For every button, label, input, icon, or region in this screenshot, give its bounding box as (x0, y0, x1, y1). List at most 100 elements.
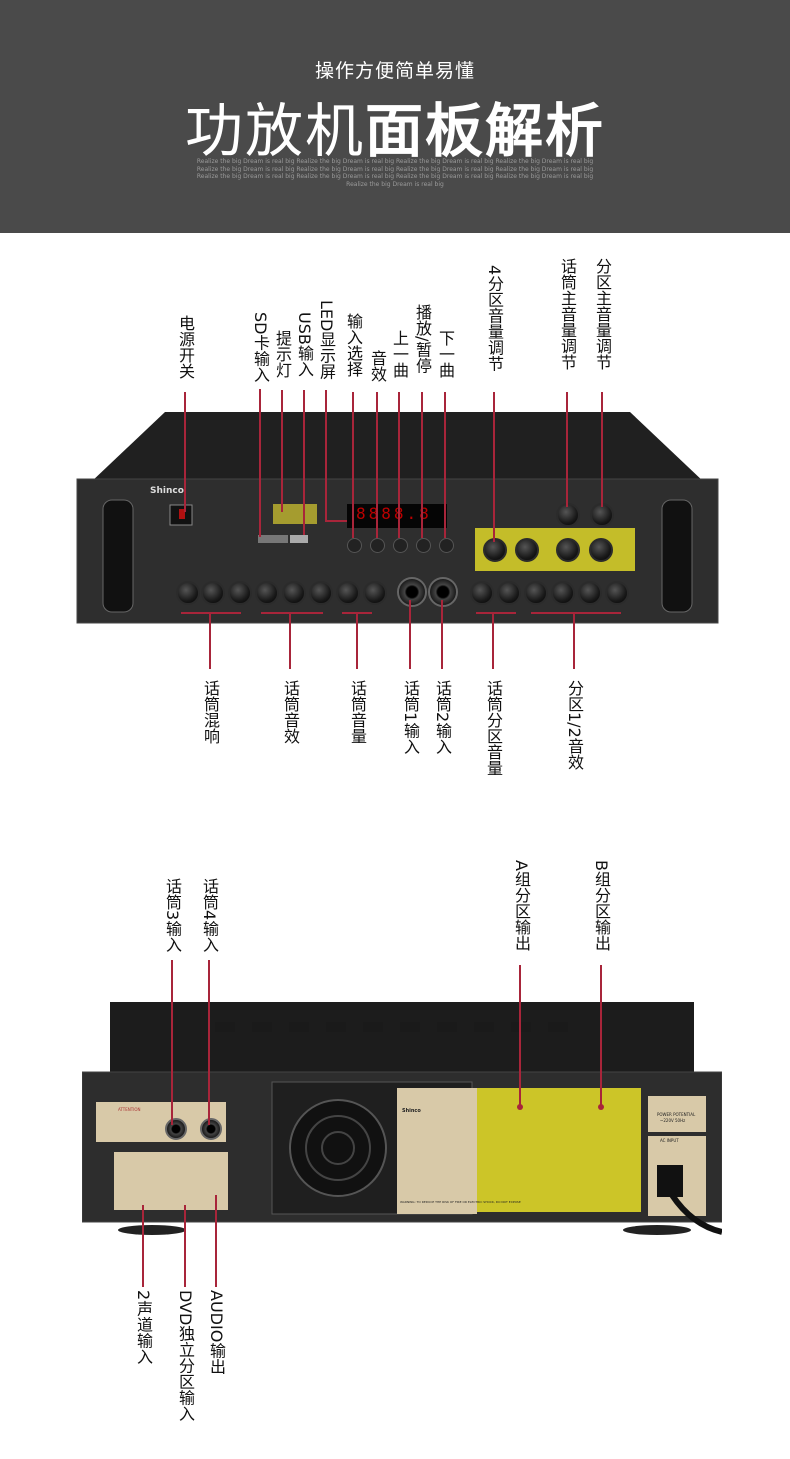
label-play: 播放/暂停 (413, 304, 432, 374)
bracket-mic-effect (261, 612, 323, 614)
rear-mic4-jack[interactable] (200, 1118, 222, 1140)
header-filler-text: Realize the big Dream is real big Realiz… (196, 158, 594, 188)
label-input-select: 输入选择 (344, 313, 363, 377)
effect-button[interactable] (370, 538, 385, 553)
rear-vent (215, 1022, 235, 1032)
front-knob[interactable] (255, 581, 279, 605)
dot-zone-a (517, 1104, 523, 1110)
front-knob[interactable] (336, 581, 360, 605)
label-next: 下一曲 (436, 330, 455, 378)
label-stereo: 2声道输入 (134, 1290, 153, 1365)
play-pause-button[interactable] (416, 538, 431, 553)
front-knob[interactable] (201, 581, 225, 605)
label-mic1: 话筒1输入 (401, 680, 420, 755)
label-indicator: 提示灯 (273, 330, 292, 378)
rear-vent (326, 1022, 346, 1032)
label-zone-master: 分区主音量调节 (593, 258, 612, 370)
rear-vent (437, 1022, 457, 1032)
line-power (184, 392, 186, 512)
front-left-handle (102, 499, 134, 613)
rear-power-plate (648, 1096, 706, 1132)
line-mic1 (409, 600, 411, 669)
line-audio-out (215, 1195, 217, 1287)
input-select-button[interactable] (347, 538, 362, 553)
line-usb (303, 390, 305, 535)
front-mic1-jack[interactable] (397, 577, 427, 607)
rear-attention-text: ATTENTION (118, 1107, 141, 1112)
bracket-zone12 (531, 612, 621, 614)
label-effect: 音效 (368, 350, 387, 382)
line-effect (376, 392, 378, 538)
front-knob[interactable] (176, 581, 200, 605)
rear-top-cover (110, 1002, 694, 1072)
header-title: 功放机面板解析 (0, 84, 790, 168)
line-prev (398, 392, 400, 538)
label-zone-a: A组分区输出 (512, 860, 531, 951)
label-zone4: 4分区音量调节 (485, 265, 504, 372)
label-audio-out: AUDIO输出 (207, 1290, 226, 1375)
rear-vent (363, 1022, 383, 1032)
rear-power-cord (669, 1193, 722, 1235)
rear-vent (474, 1022, 494, 1032)
line-sd (259, 389, 261, 537)
front-knob[interactable] (470, 581, 494, 605)
line-mic2 (441, 600, 443, 669)
next-button[interactable] (439, 538, 454, 553)
front-knob[interactable] (605, 581, 629, 605)
line-mic-zone (492, 612, 494, 669)
rear-input-plate (114, 1152, 228, 1210)
front-zone-knob[interactable] (556, 538, 580, 562)
rear-power-socket (657, 1165, 683, 1197)
label-usb: USB输入 (295, 312, 314, 377)
rear-brand: Shinco (402, 1108, 421, 1114)
line-zone-b (600, 965, 602, 1107)
prev-button[interactable] (393, 538, 408, 553)
rear-ac-input: AC INPUT (660, 1138, 679, 1143)
rear-label-plate (397, 1088, 477, 1214)
line-mic-effect (289, 612, 291, 669)
line-play (421, 392, 423, 538)
front-mic2-jack[interactable] (428, 577, 458, 607)
title-light: 功放机 (184, 97, 365, 165)
rear-power-potential: POWER POTENTIAL (657, 1112, 696, 1117)
label-led: LED显示屏 (317, 300, 336, 380)
front-knob[interactable] (228, 581, 252, 605)
label-power: 电源开关 (176, 315, 195, 379)
rear-vent (289, 1022, 309, 1032)
label-mic-volume: 话筒音量 (348, 680, 367, 744)
line-mic3 (171, 960, 173, 1125)
label-mic4: 话筒4输入 (200, 878, 219, 953)
line-input-select (352, 392, 354, 538)
front-brand: Shinco (150, 486, 184, 496)
line-led-h (325, 520, 347, 522)
line-zone-master (601, 392, 603, 507)
front-knob[interactable] (363, 581, 387, 605)
line-zone4 (493, 392, 495, 542)
label-prev: 上一曲 (390, 330, 409, 378)
title-bold: 面板解析 (365, 97, 606, 165)
front-zone-knob[interactable] (483, 538, 507, 562)
bracket-echo (181, 612, 241, 614)
bracket-mic-zone (476, 612, 516, 614)
front-indicator-panel (273, 504, 317, 524)
label-sd: SD卡输入 (251, 312, 270, 383)
front-knob[interactable] (578, 581, 602, 605)
rear-vent (548, 1022, 568, 1032)
rear-vent (252, 1022, 272, 1032)
front-mic-master-knob[interactable] (556, 503, 580, 527)
front-knob[interactable] (497, 581, 521, 605)
front-zone-knob[interactable] (589, 538, 613, 562)
front-knob[interactable] (282, 581, 306, 605)
front-display-text: 8888.8 (356, 504, 432, 523)
line-next (444, 392, 446, 538)
front-knob[interactable] (551, 581, 575, 605)
front-knob[interactable] (524, 581, 548, 605)
rear-mic3-jack[interactable] (165, 1118, 187, 1140)
front-knob[interactable] (309, 581, 333, 605)
line-zone12 (573, 612, 575, 669)
front-led-display (347, 504, 447, 528)
label-dvd: DVD独立分区输入 (176, 1290, 195, 1422)
line-mic-master (566, 392, 568, 507)
rear-panel-image (82, 1002, 722, 1235)
front-zone-knob[interactable] (515, 538, 539, 562)
